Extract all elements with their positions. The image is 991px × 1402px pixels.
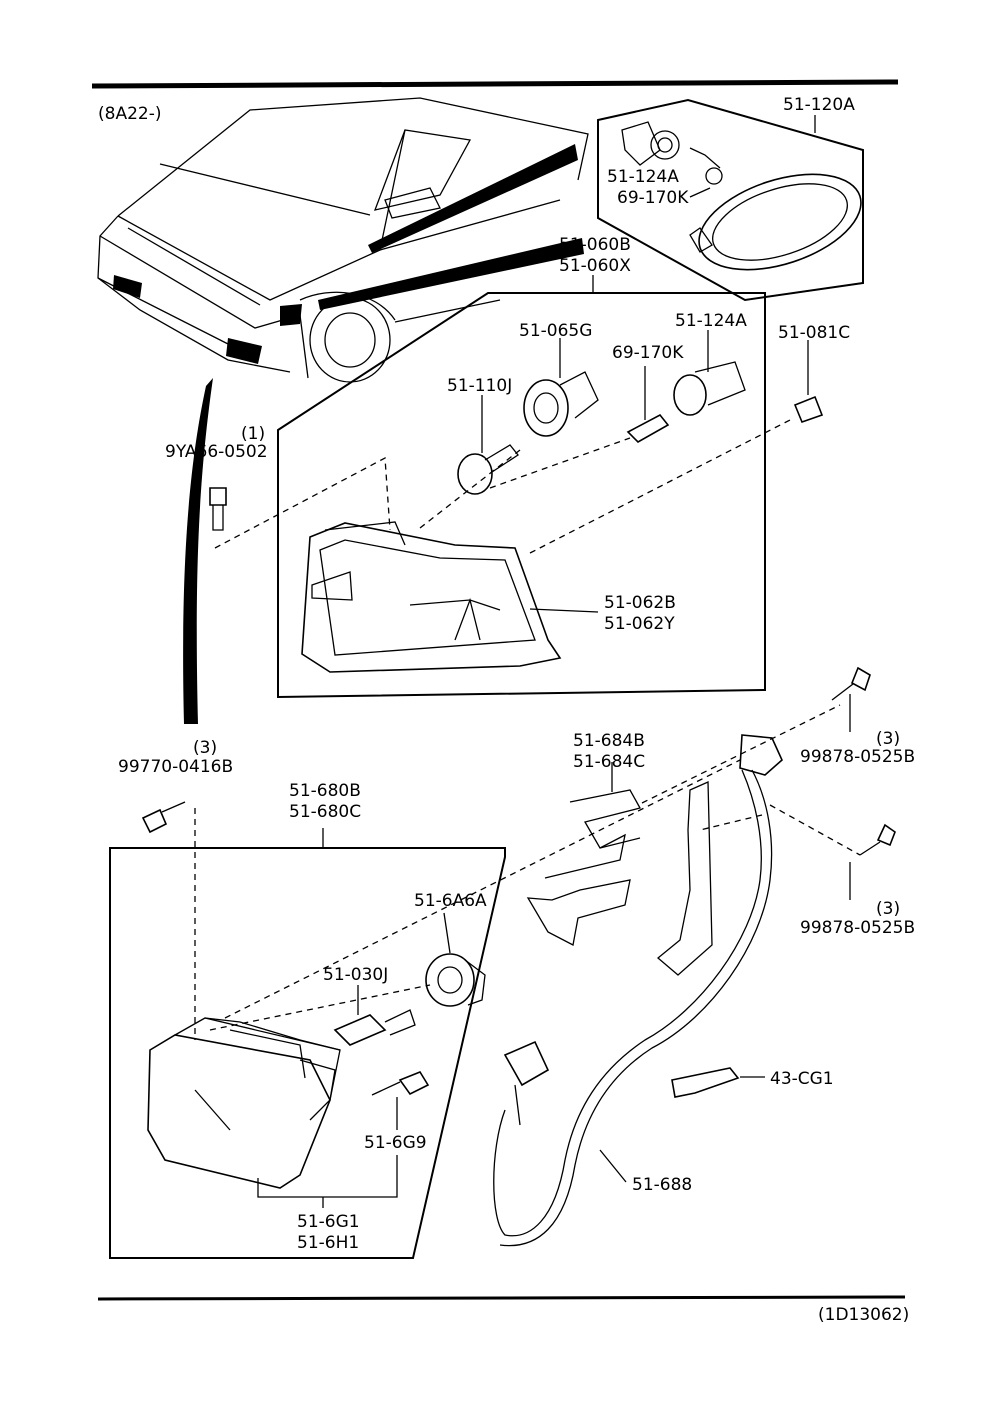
- fog-lamp-box: [109, 759, 741, 1259]
- model-code: (8A22-): [98, 104, 161, 124]
- label-lens-2: 51-062Y: [604, 614, 675, 634]
- label-screw-top-qty: (3): [876, 729, 900, 749]
- vehicle-illustration: [97, 97, 589, 724]
- label-fog-bulb: 51-030J: [323, 965, 388, 985]
- label-screw-mid: 99878-0525B: [800, 918, 915, 938]
- label-lens-1: 51-062B: [604, 593, 676, 613]
- label-screw-left: 99770-0416B: [118, 757, 233, 777]
- label-front-combo-assy-2: 51-060X: [559, 256, 631, 276]
- label-fog-socket: 51-6A6A: [414, 891, 487, 911]
- label-screw-left-qty: (3): [193, 738, 217, 758]
- label-fog-assy-1: 51-680B: [289, 781, 361, 801]
- label-tie: 43-CG1: [770, 1069, 834, 1089]
- label-bulb-170: 69-170K: [612, 343, 684, 363]
- label-screw-mid-qty: (3): [876, 899, 900, 919]
- label-clip-081: 51-081C: [778, 323, 850, 343]
- label-screw-top: 99878-0525B: [800, 747, 915, 767]
- label-bracket-1: 51-684B: [573, 731, 645, 751]
- side-lamp-box: [597, 98, 864, 302]
- bracket-harness: [493, 666, 896, 1247]
- label-bulb-110: 51-110J: [447, 376, 512, 396]
- label-bolt: 9YA66-0502: [165, 442, 268, 462]
- label-adjust-screw: 51-6G9: [364, 1133, 427, 1153]
- label-fog-assy-2: 51-680C: [289, 802, 361, 822]
- label-fog-lens-2: 51-6H1: [297, 1233, 359, 1253]
- label-socket-065: 51-065G: [519, 321, 592, 341]
- label-front-combo-assy-1: 51-060B: [559, 235, 631, 255]
- label-bolt-qty: (1): [241, 424, 265, 444]
- label-side-lamp: 51-120A: [783, 95, 855, 115]
- label-side-socket: 51-124A: [607, 167, 679, 187]
- label-harness: 51-688: [632, 1175, 692, 1195]
- bolt-part: [209, 487, 227, 531]
- label-fog-lens-1: 51-6G1: [297, 1212, 360, 1232]
- front-combo-lamp-box: [214, 275, 824, 699]
- bottom-rule: [97, 1295, 906, 1301]
- label-side-bulb: 69-170K: [617, 188, 689, 208]
- top-rule: [91, 79, 899, 89]
- label-bracket-2: 51-684C: [573, 752, 645, 772]
- diagram-code: (1D13062): [818, 1305, 909, 1325]
- label-socket-124: 51-124A: [675, 311, 747, 331]
- screw-left-part: [141, 801, 186, 834]
